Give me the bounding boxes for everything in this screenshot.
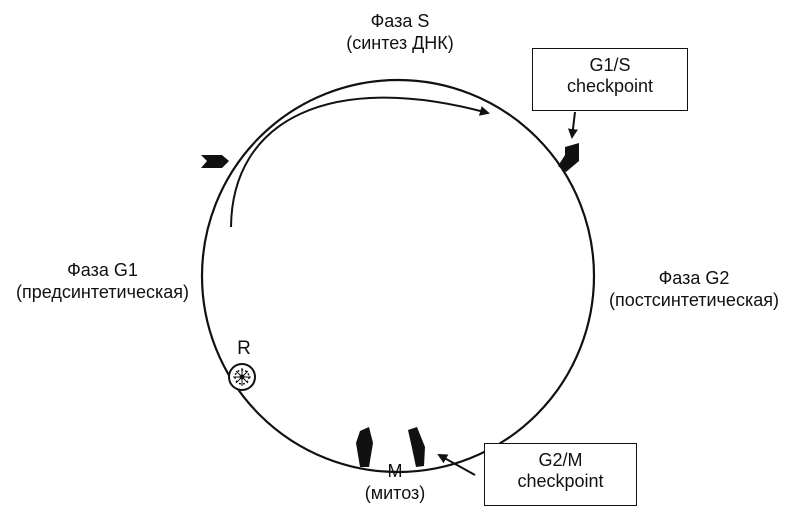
phase-m-description: (митоз) [364,483,426,503]
g1s-checkpoint-title: G1/S [589,55,631,75]
g2m-checkpoint-title: G2/M [538,450,583,470]
g1s-checkpoint-box: G1/S checkpoint [532,48,688,111]
restriction-point-label: R [237,338,251,359]
g1s-checkpoint-arrow [567,111,578,139]
phase-g1-description: (предсинтетическая) [15,282,190,302]
checkpoint-mark-m-left [356,427,373,467]
phase-g1-name: Фаза G1 [67,260,138,280]
checkpoint-mark-g1s [558,143,579,172]
g1s-checkpoint-subtitle: checkpoint [566,76,654,96]
cell-cycle-circle [200,78,596,474]
phase-g2-label: Фаза G2 (постсинтетическая) [588,267,800,311]
g2m-checkpoint-box: G2/M checkpoint [484,443,637,506]
phase-g2-description: (постсинтетическая) [609,290,779,310]
phase-s-description: (синтез ДНК) [346,33,454,53]
checkpoint-mark-m-right [408,427,425,467]
phase-g2-name: Фаза G2 [658,268,730,288]
checkpoint-mark-upper-left [201,155,229,168]
phase-m-name: M [387,461,403,481]
cycle-direction-arrow [230,96,490,228]
phase-s-label: Фаза S (синтез ДНК) [300,10,500,54]
g2m-checkpoint-arrow [437,454,476,476]
phase-g1-label: Фаза G1 (предсинтетическая) [0,259,205,303]
restriction-point-icon [228,363,256,391]
phase-m-label: M (митоз) [330,460,460,504]
phase-s-name: Фаза S [370,11,430,31]
g2m-checkpoint-subtitle: checkpoint [517,471,604,491]
